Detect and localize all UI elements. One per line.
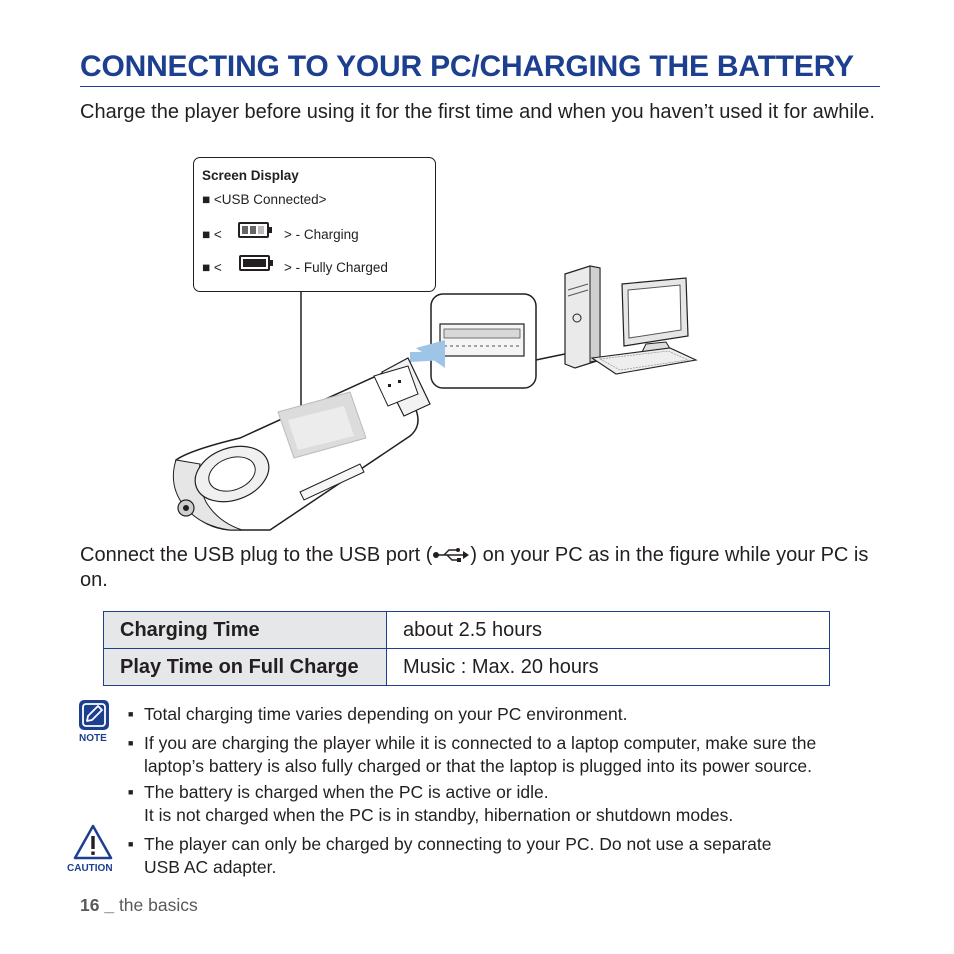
section-name: the basics [118,895,198,915]
usb-symbol-icon [433,548,470,562]
connect-text-before: Connect the USB plug to the USB port ( [80,544,433,566]
table-row: Play Time on Full Charge Music : Max. 20… [103,648,830,686]
charging-line-suffix: > - Charging [284,227,359,242]
intro-paragraph: Charge the player before using it for th… [80,101,875,123]
charging-spec-table: Charging Time about 2.5 hours Play Time … [103,611,830,686]
fully-charged-line-suffix: > - Fully Charged [284,260,388,275]
table-row: Charging Time about 2.5 hours [103,611,830,649]
charging-time-label: Charging Time [103,611,387,649]
note-list: Total charging time varies depending on … [128,703,878,882]
usb-connected-line: ■ <USB Connected> [202,192,327,207]
usb-connection-illustration [172,265,698,531]
caution-icon [73,824,113,860]
fully-charged-line-prefix: ■ < [202,260,222,275]
battery-charging-icon [238,222,272,238]
charging-line-prefix: ■ < [202,227,222,242]
connect-text-after: ) on your PC as in the figure while your… [80,544,869,591]
screen-display-title: Screen Display [202,168,299,183]
insert-arrow-icon [410,340,445,368]
charging-time-value: about 2.5 hours [386,611,830,649]
note-label: NOTE [79,733,107,744]
battery-full-icon [239,255,273,271]
list-item: The player can only be charged by connec… [128,833,878,879]
play-time-label: Play Time on Full Charge [103,648,387,686]
fully-charged-line: ■ < [202,260,222,275]
page-number: 16 _ [80,895,115,915]
page-footer: 16 _ the basics [80,895,198,916]
list-item: If you are charging the player while it … [128,732,878,778]
mp3-player-device [172,357,431,531]
list-item: The battery is charged when the PC is ac… [128,781,878,827]
note-icon [79,700,109,730]
charging-line: ■ < [202,227,222,242]
list-item: Total charging time varies depending on … [128,703,878,726]
connect-instruction: Connect the USB plug to the USB port ( )… [80,543,880,593]
page-title: CONNECTING TO YOUR PC/CHARGING THE BATTE… [80,50,880,87]
caution-label: CAUTION [67,863,113,874]
desktop-pc-icon [564,265,698,375]
screen-display-callout: Screen Display ■ <USB Connected> ■ < > -… [193,157,436,292]
play-time-value: Music : Max. 20 hours [386,648,830,686]
